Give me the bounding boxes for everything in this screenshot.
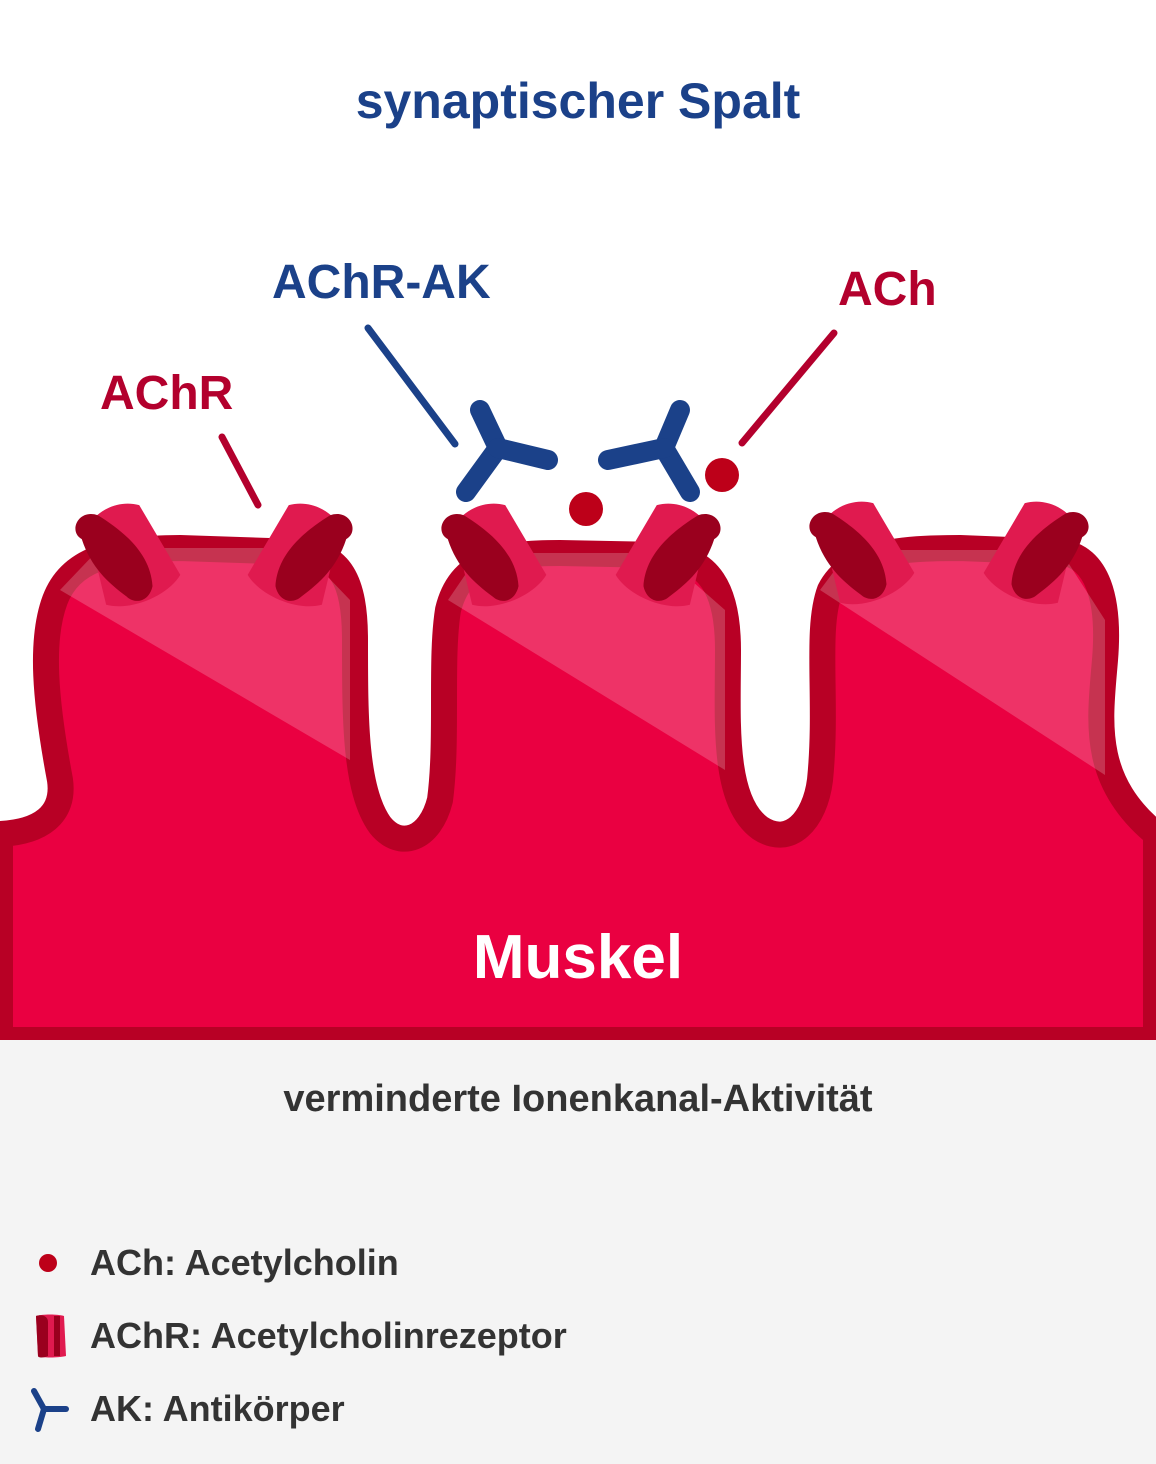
label-achr-antibody: AChR-AK xyxy=(272,256,491,309)
achr-leader-line xyxy=(218,433,262,509)
effect-text: verminderte Ionenkanal-Aktivität xyxy=(283,1078,873,1120)
label-achr: AChR xyxy=(100,367,234,420)
antibody-icon-right xyxy=(598,400,700,502)
legend-item-achr: AChR: Acetylcholinrezeptor xyxy=(30,1311,567,1361)
legend-label: AChR: Acetylcholinrezeptor xyxy=(90,1315,567,1356)
achr-ak-leader-line xyxy=(364,324,459,448)
receptor-icon xyxy=(30,1312,78,1360)
muscle-label: Muskel xyxy=(472,923,684,992)
legend-item-ak: AK: Antikörper xyxy=(30,1384,345,1434)
legend-label: ACh: Acetylcholin xyxy=(90,1242,399,1283)
legend-label: AK: Antikörper xyxy=(90,1388,345,1429)
neuromuscular-diagram xyxy=(0,324,1156,1040)
legend-item-ach: ACh: Acetylcholin xyxy=(30,1238,399,1288)
legend-panel xyxy=(0,1040,1156,1464)
ach-leader-line xyxy=(738,329,838,447)
ach-molecule xyxy=(569,492,603,526)
antibody-icon xyxy=(30,1385,78,1433)
title-synaptic-cleft: synaptischer Spalt xyxy=(355,73,801,129)
ach-molecule xyxy=(705,458,739,492)
label-ach: ACh xyxy=(838,263,937,316)
ach-dot-icon xyxy=(30,1239,78,1287)
antibody-icon-left xyxy=(456,400,558,502)
